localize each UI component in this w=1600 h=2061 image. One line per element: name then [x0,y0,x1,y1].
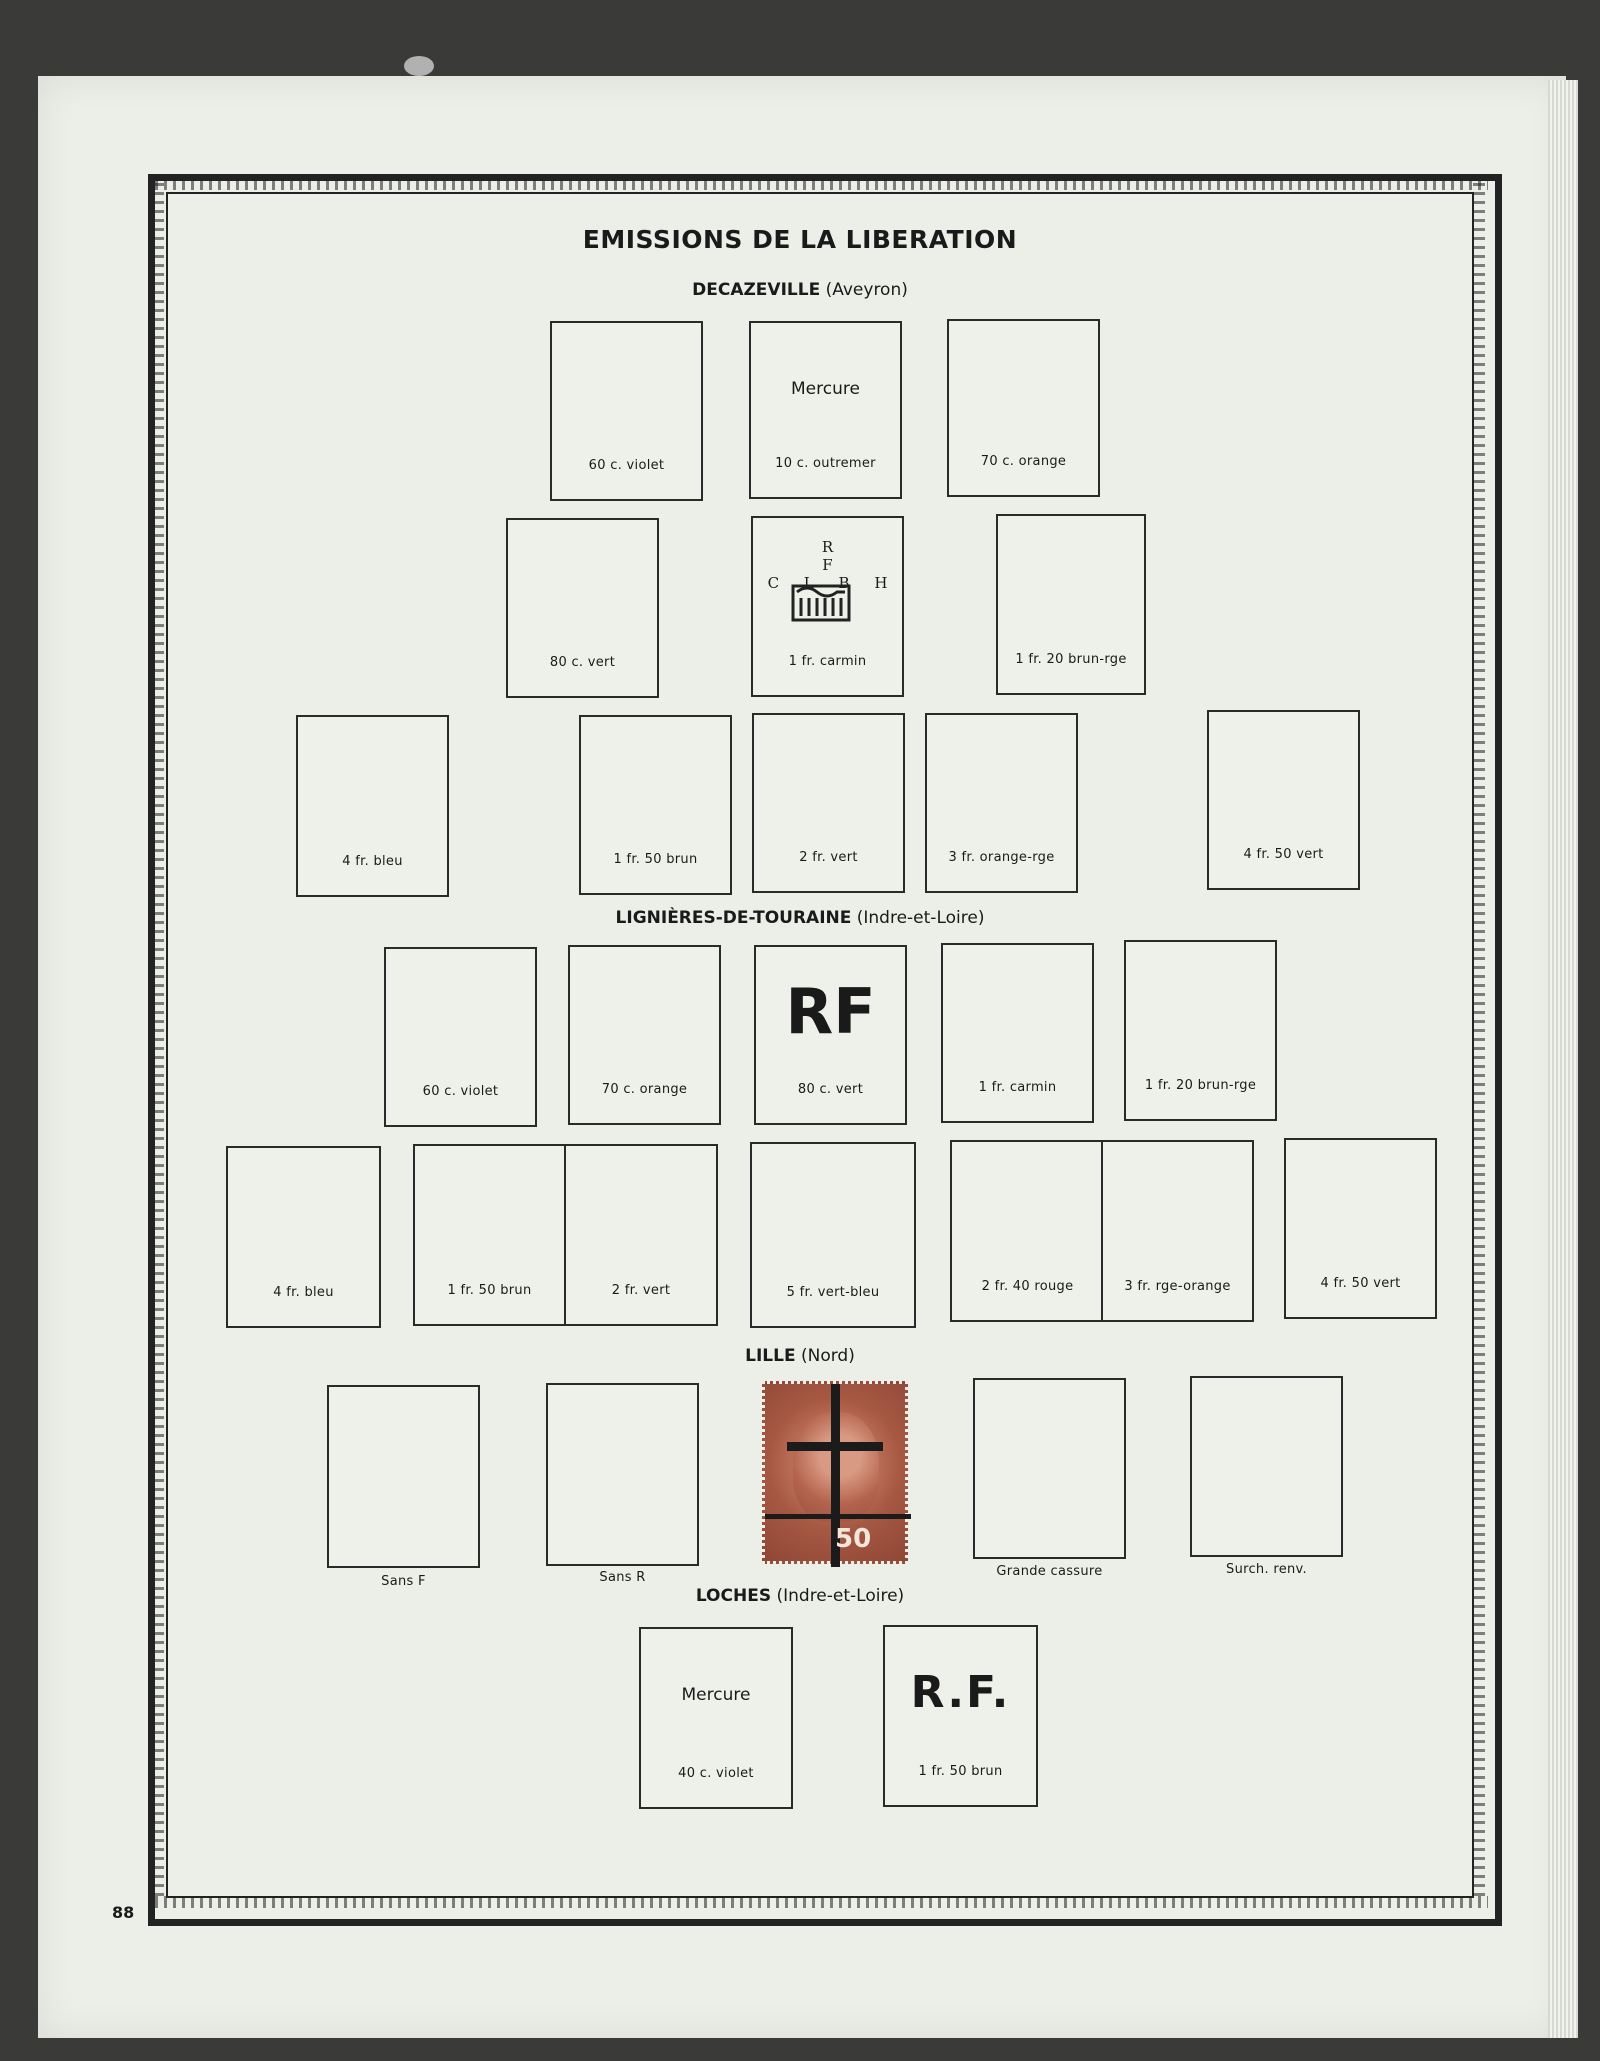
slot-label: 4 fr. 50 vert [1320,1276,1401,1291]
stamp-slot: Mercure 40 c. violet [639,1627,793,1809]
stamp-slot: 3 fr. rge-orange [1101,1140,1254,1322]
bar-overprint [765,1514,911,1519]
slot-label: 1 fr. 50 brun [447,1283,532,1298]
slot-label: 2 fr. 40 rouge [981,1279,1074,1294]
stamp-slot: 70 c. orange [568,945,721,1125]
stamp-slot: 80 c. vert [506,518,659,698]
slot-label: 4 fr. 50 vert [1243,847,1324,862]
section-name: LOCHES [695,1586,772,1606]
mounted-stamp-petain: 50 [762,1381,911,1567]
stamp-value: 50 [835,1524,872,1554]
border-pattern-top [155,178,1488,190]
section-region: (Aveyron) [825,280,908,300]
slot-label: 1 fr. 20 brun-rge [1015,652,1127,667]
stamp-slot: 60 c. violet [550,321,703,501]
stamp-slot: R.F. 1 fr. 50 brun [883,1625,1038,1807]
section-heading-lille: LILLE (Nord) [0,1346,1600,1366]
stamp-slot [973,1378,1126,1559]
stamp-slot: 2 fr. 40 rouge [950,1140,1105,1322]
slot-label: 2 fr. vert [611,1283,671,1298]
stamp-slot: RF 80 c. vert [754,945,907,1125]
cross-overprint-vertical [831,1384,840,1567]
slot-label: 4 fr. bleu [273,1285,334,1300]
stamp-slot: 1 fr. carmin [941,943,1094,1123]
section-heading-decazeville: DECAZEVILLE (Aveyron) [0,280,1600,300]
border-pattern-left [152,181,164,1896]
section-heading-loches: LOCHES (Indre-et-Loire) [0,1586,1600,1606]
overprint-rf: RF [785,975,876,1048]
section-region: (Indre-et-Loire) [776,1586,905,1606]
border-pattern-bottom [155,1896,1488,1908]
greek-key-border [148,174,1502,1926]
section-heading-lignieres: LIGNIÈRES-DE-TOURAINE (Indre-et-Loire) [0,908,1600,928]
stamp-slot: 2 fr. vert [564,1144,718,1326]
stamp-slot: 3 fr. orange-rge [925,713,1078,893]
border-pattern-right [1473,181,1485,1896]
slot-label: 3 fr. orange-rge [948,850,1055,865]
stamp-slot: 1 fr. 20 brun-rge [1124,940,1277,1121]
slot-label: 70 c. orange [980,454,1067,469]
slot-label: 60 c. violet [588,458,665,473]
section-region: (Indre-et-Loire) [856,908,985,928]
slot-label: 60 c. violet [422,1084,499,1099]
slot-label: 80 c. vert [797,1082,864,1097]
stamp-slot: 2 fr. vert [752,713,905,893]
slot-caption: Surch. renv. [1226,1562,1307,1577]
slot-label: 70 c. orange [601,1082,688,1097]
slot-label: 1 fr. carmin [788,654,867,669]
slot-label: 1 fr. carmin [978,1080,1057,1095]
slot-label: 4 fr. bleu [342,854,403,869]
smudge-mark [404,56,434,76]
stamp-slot: 4 fr. bleu [226,1146,381,1328]
slot-label: 2 fr. vert [799,850,858,865]
page-edges [1548,80,1578,2038]
page-number: 88 [112,1903,135,1922]
stamp-slot: 1 fr. 50 brun [579,715,732,895]
section-name: DECAZEVILLE [692,280,821,300]
slot-caption: Sans R [599,1570,646,1585]
stamp-slot: R F C L B H 1 fr. carmin [751,516,904,697]
cross-overprint-horizontal [787,1442,883,1451]
stamp-slot: 4 fr. bleu [296,715,449,897]
slot-caption: Sans F [381,1574,426,1589]
stamp-slot: 4 fr. 50 vert [1284,1138,1437,1319]
slot-label: 10 c. outremer [775,456,876,471]
stamp-slot: 60 c. violet [384,947,537,1127]
slot-label: 1 fr. 50 brun [613,852,698,867]
stamp-slot: 5 fr. vert-bleu [750,1142,916,1328]
slot-label: 5 fr. vert-bleu [786,1285,880,1300]
section-name: LILLE [745,1346,796,1366]
stamp-slot [327,1385,480,1568]
stamp-slot [1190,1376,1343,1557]
page-title: EMISSIONS DE LA LIBERATION [582,225,1018,254]
slot-label: 80 c. vert [549,655,616,670]
slot-design: Mercure [791,379,860,399]
slot-label: 40 c. violet [678,1766,754,1781]
stamp-slot: Mercure 10 c. outremer [749,321,902,499]
stamp-slot: 1 fr. 20 brun-rge [996,514,1146,695]
stamp-slot: 1 fr. 50 brun [413,1144,566,1326]
slot-label: 1 fr. 20 brun-rge [1144,1078,1257,1093]
stamp-slot [546,1383,699,1566]
stamp-slot: 4 fr. 50 vert [1207,710,1360,890]
slot-design: Mercure [681,1685,751,1705]
ornament-icon [791,584,851,622]
slot-label: 1 fr. 50 brun [918,1764,1003,1779]
stamp-slot: 70 c. orange [947,319,1100,497]
section-name: LIGNIÈRES-DE-TOURAINE [615,908,852,928]
slot-caption: Grande cassure [996,1564,1103,1579]
section-region: (Nord) [800,1346,855,1366]
overprint-rf-dotted: R.F. [910,1667,1011,1718]
slot-label: 3 fr. rge-orange [1124,1279,1231,1294]
